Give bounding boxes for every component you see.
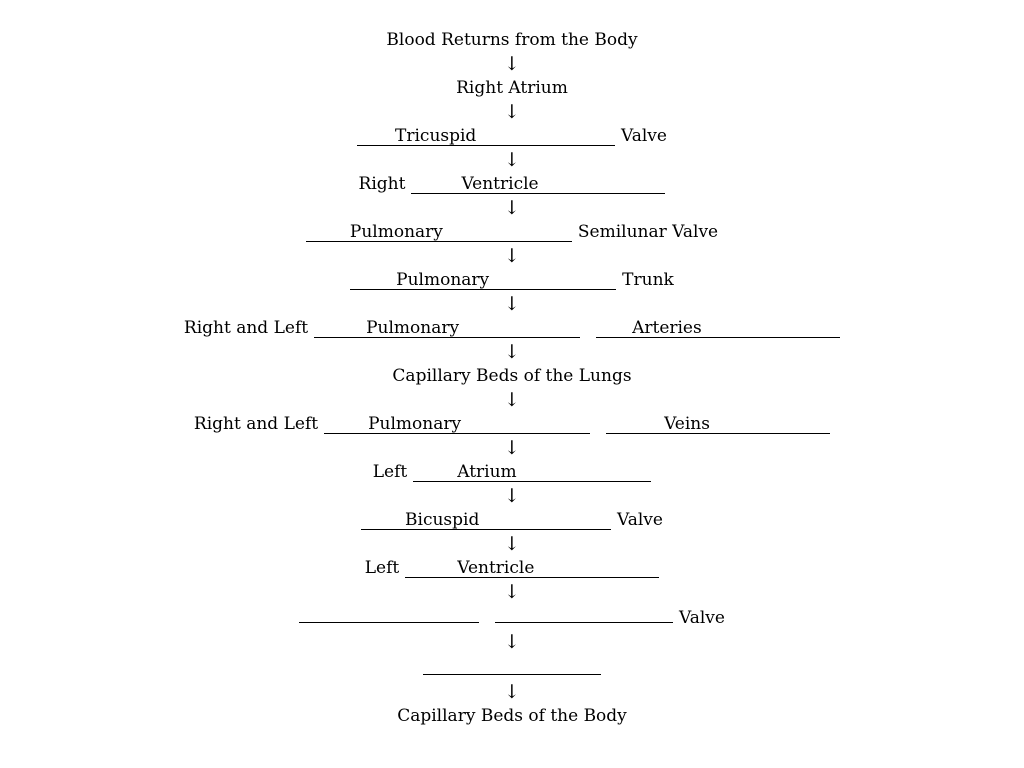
step-suffix: Valve: [617, 510, 663, 530]
step-tricuspid-valve: Tricuspid Valve: [357, 124, 667, 148]
fill-in-blank[interactable]: [495, 604, 674, 623]
fill-in-blank[interactable]: [423, 656, 601, 675]
blank-answer: Pulmonary: [368, 414, 462, 434]
step-left-ventricle: Left Ventricle: [364, 556, 660, 580]
fill-in-blank[interactable]: Ventricle: [405, 558, 660, 578]
blank-answer: Tricuspid: [395, 126, 477, 146]
step-suffix: Valve: [679, 608, 725, 628]
fill-in-blank[interactable]: Pulmonary: [324, 414, 591, 434]
fill-in-blank[interactable]: Bicuspid: [361, 510, 612, 530]
blank-answer: Pulmonary: [349, 222, 443, 242]
flow-arrow-icon: ↓: [504, 53, 520, 75]
blank-answer: Ventricle: [461, 174, 539, 194]
fill-in-blank[interactable]: Pulmonary: [314, 318, 581, 338]
blank-answer: Arteries: [632, 318, 702, 338]
step-pulmonary-arteries: Right and Left Pulmonary Arteries: [183, 316, 841, 340]
step-bicuspid-valve: Bicuspid Valve: [361, 508, 663, 532]
step-prefix: Right: [358, 174, 406, 194]
step-pulmonary-semilunar-valve: Pulmonary Semilunar Valve: [305, 220, 719, 244]
flow-arrow-icon: ↓: [504, 341, 520, 363]
flow-arrow-icon: ↓: [504, 149, 520, 171]
blank-answer: Atrium: [457, 462, 517, 482]
flow-arrow-icon: ↓: [504, 101, 520, 123]
flow-arrow-icon: ↓: [504, 293, 520, 315]
step-unlabeled-valve: Valve: [299, 604, 725, 628]
blood-flow-diagram: Blood Returns from the Body ↓ Right Atri…: [0, 28, 1024, 728]
step-prefix: Left: [364, 558, 400, 578]
step-capillary-beds-body: Capillary Beds of the Body: [397, 706, 627, 726]
step-pulmonary-trunk: Pulmonary Trunk: [350, 268, 674, 292]
flow-arrow-icon: ↓: [504, 197, 520, 219]
step-suffix: Trunk: [622, 270, 674, 290]
step-blood-returns: Blood Returns from the Body: [386, 30, 638, 50]
step-capillary-beds-lungs: Capillary Beds of the Lungs: [392, 366, 632, 386]
flow-arrow-icon: ↓: [504, 437, 520, 459]
fill-in-blank[interactable]: Pulmonary: [350, 270, 617, 290]
flow-arrow-icon: ↓: [504, 245, 520, 267]
blank-answer: Pulmonary: [366, 318, 460, 338]
step-suffix: Valve: [621, 126, 667, 146]
fill-in-blank[interactable]: [299, 604, 480, 623]
step-right-atrium: Right Atrium: [456, 78, 568, 98]
flow-arrow-icon: ↓: [504, 389, 520, 411]
step-left-atrium: Left Atrium: [372, 460, 652, 484]
step-prefix: Left: [372, 462, 408, 482]
flow-arrow-icon: ↓: [504, 533, 520, 555]
blank-answer: Bicuspid: [405, 510, 480, 530]
fill-in-blank[interactable]: Tricuspid: [357, 126, 616, 146]
step-prefix: Right and Left: [193, 414, 319, 434]
flow-arrow-icon: ↓: [504, 681, 520, 703]
step-right-ventricle: Right Ventricle: [359, 172, 666, 196]
flow-arrow-icon: ↓: [504, 581, 520, 603]
blank-answer: Ventricle: [457, 558, 535, 578]
fill-in-blank[interactable]: Arteries: [596, 318, 841, 338]
blank-answer: Veins: [664, 414, 710, 434]
flow-arrow-icon: ↓: [504, 631, 520, 653]
flow-arrow-icon: ↓: [504, 485, 520, 507]
fill-in-blank[interactable]: Pulmonary: [305, 222, 572, 242]
fill-in-blank[interactable]: Atrium: [413, 462, 652, 482]
blank-answer: Pulmonary: [396, 270, 490, 290]
fill-in-blank[interactable]: Veins: [606, 414, 831, 434]
step-suffix: Semilunar Valve: [577, 222, 719, 242]
step-pulmonary-veins: Right and Left Pulmonary Veins: [193, 412, 831, 436]
step-prefix: Right and Left: [183, 318, 309, 338]
step-unlabeled-vessel: [423, 656, 601, 680]
fill-in-blank[interactable]: Ventricle: [411, 174, 666, 194]
